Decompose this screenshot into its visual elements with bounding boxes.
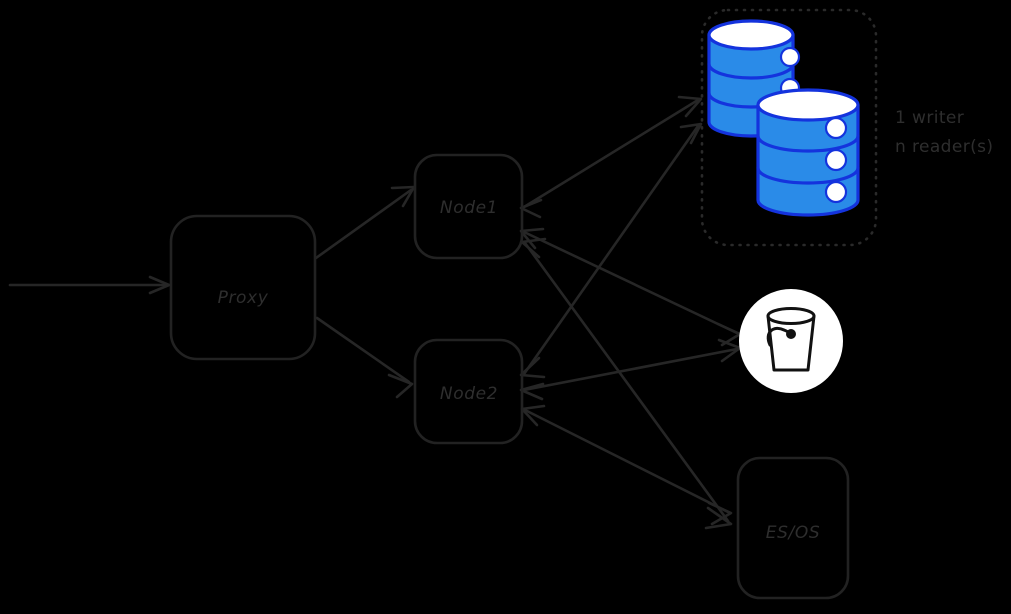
- database-group[interactable]: [700, 8, 878, 247]
- node-node1[interactable]: Node1: [413, 153, 524, 260]
- edges-layer: [8, 95, 742, 530]
- edge-node2-to-bucket: [519, 338, 742, 401]
- database-front-band-2: [756, 166, 860, 185]
- node-bucket[interactable]: [739, 289, 843, 393]
- node2-box[interactable]: [413, 338, 524, 445]
- database-cylinder-front: [756, 88, 860, 217]
- database-front-top: [756, 88, 860, 122]
- database-note-line-2: n reader(s): [895, 137, 993, 157]
- proxy-label: Proxy: [218, 288, 269, 308]
- database-front-indicator-2: [824, 148, 848, 172]
- esos-box[interactable]: [736, 456, 850, 600]
- node-node2[interactable]: Node2: [413, 338, 524, 445]
- database-back-top: [707, 19, 795, 51]
- edge-node2-to-database: [519, 122, 703, 379]
- database-note-line-1: 1 writer: [895, 108, 964, 128]
- database-back-indicator-1: [779, 46, 801, 68]
- bucket-icon: [766, 307, 816, 372]
- database-front-indicator-1: [824, 116, 848, 140]
- database-front-band-1: [756, 134, 860, 153]
- bucket-circle-background[interactable]: [739, 289, 843, 393]
- edge-external-input-to-proxy: [8, 275, 171, 295]
- node-proxy[interactable]: Proxy: [169, 214, 317, 361]
- edge-node1-to-bucket: [519, 227, 742, 347]
- node2-label: Node2: [440, 384, 498, 404]
- database-front-indicator-3: [824, 180, 848, 204]
- node-esos[interactable]: ES/OS: [736, 456, 850, 600]
- node1-label: Node1: [440, 198, 498, 218]
- bucket-handle-knob: [786, 329, 796, 339]
- edge-proxy-to-node2: [315, 316, 414, 399]
- database-note: 1 writer n reader(s): [895, 108, 993, 157]
- edge-node1-to-database: [519, 95, 703, 219]
- proxy-box[interactable]: [169, 214, 317, 361]
- node1-box[interactable]: [413, 153, 524, 260]
- database-back-band-1: [707, 62, 795, 80]
- database-group-dashed-border[interactable]: [700, 8, 878, 247]
- edge-node2-to-esos: [520, 404, 733, 526]
- esos-label: ES/OS: [766, 523, 820, 543]
- edge-proxy-to-node1: [314, 185, 416, 260]
